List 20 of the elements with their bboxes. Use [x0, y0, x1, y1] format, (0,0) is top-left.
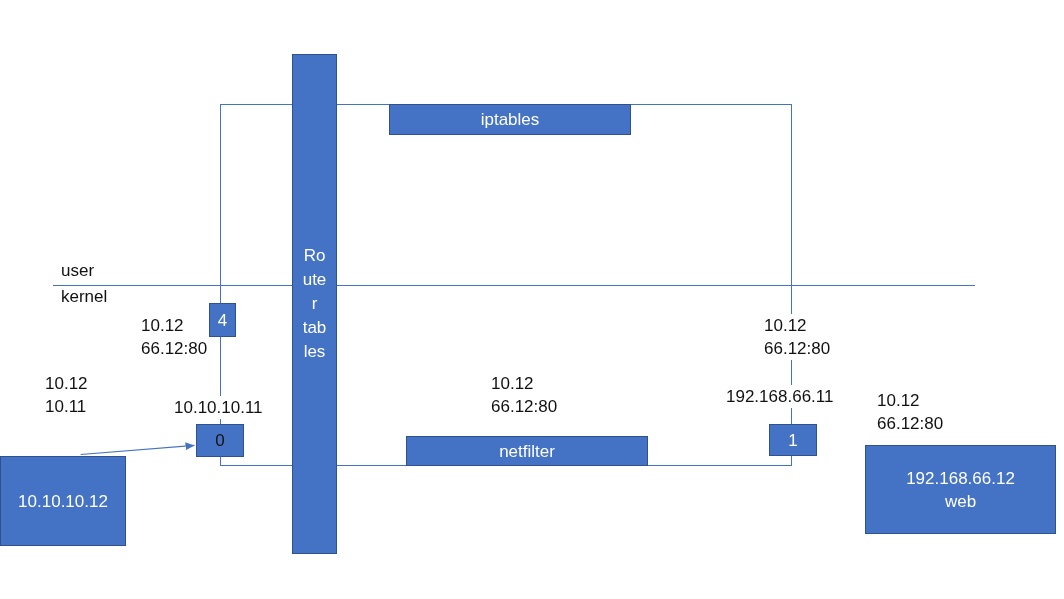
- vertical-bar: Router tables: [292, 54, 337, 554]
- interface-ip-label: 192.168.66.11: [726, 385, 834, 408]
- interface-box: 1: [769, 424, 817, 456]
- interface-box: 0: [196, 424, 244, 457]
- arrow: [80, 442, 196, 456]
- client-box: 10.10.10.12: [0, 456, 126, 546]
- layer-label: user: [61, 260, 95, 282]
- address-label: 10.12 66.12:80: [491, 373, 558, 418]
- server-box: [865, 445, 1056, 534]
- module-bar: iptables: [389, 104, 631, 135]
- module-bar: netfilter: [406, 436, 648, 466]
- address-label: 10.12 66.12:80: [764, 314, 831, 360]
- address-label: 10.12 66.12:80: [877, 390, 944, 435]
- server-name-text: web: [944, 490, 977, 513]
- layer-label: kernel: [61, 286, 108, 308]
- address-label: 10.12 10.11: [45, 373, 88, 418]
- interface-ip-label: 10.10.10.11: [174, 396, 263, 419]
- address-label: 10.12 66.12:80: [141, 315, 208, 360]
- ip-address-text: 192.168.66.12: [906, 467, 1015, 490]
- interface-box: 4: [209, 303, 236, 337]
